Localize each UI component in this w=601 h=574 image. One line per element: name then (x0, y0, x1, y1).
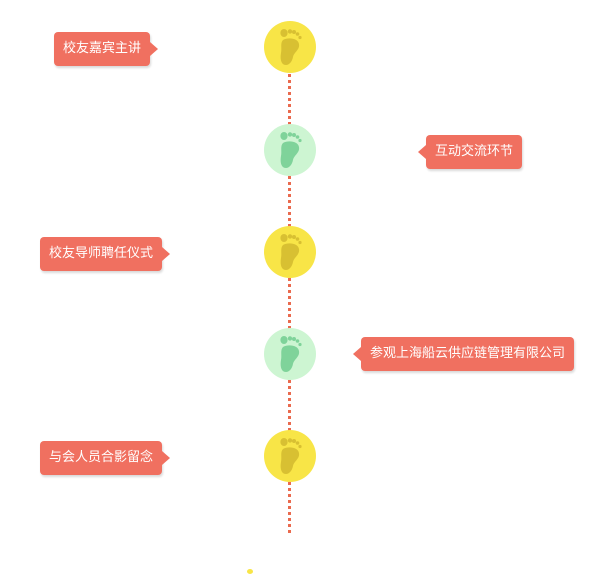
event-label-1: 校友嘉宾主讲 (54, 32, 159, 66)
footprint-icon (280, 132, 302, 168)
event-label-3: 校友导师聘任仪式 (40, 237, 171, 271)
footprint-icon (280, 438, 302, 474)
event-label-5: 与会人员合影留念 (40, 441, 171, 475)
footprint-icon (280, 29, 302, 65)
event-label-4: 参观上海船云供应链管理有限公司 (352, 337, 575, 371)
timeline-axis (288, 45, 291, 533)
timeline-node-2 (264, 124, 316, 176)
decorative-dot (247, 569, 253, 574)
timeline-node-5 (264, 430, 316, 482)
footprint-icon (280, 336, 302, 372)
timeline-node-1 (264, 21, 316, 73)
timeline-node-3 (264, 226, 316, 278)
timeline-node-4 (264, 328, 316, 380)
event-label-2: 互动交流环节 (417, 135, 523, 169)
footprint-icon (280, 234, 302, 270)
